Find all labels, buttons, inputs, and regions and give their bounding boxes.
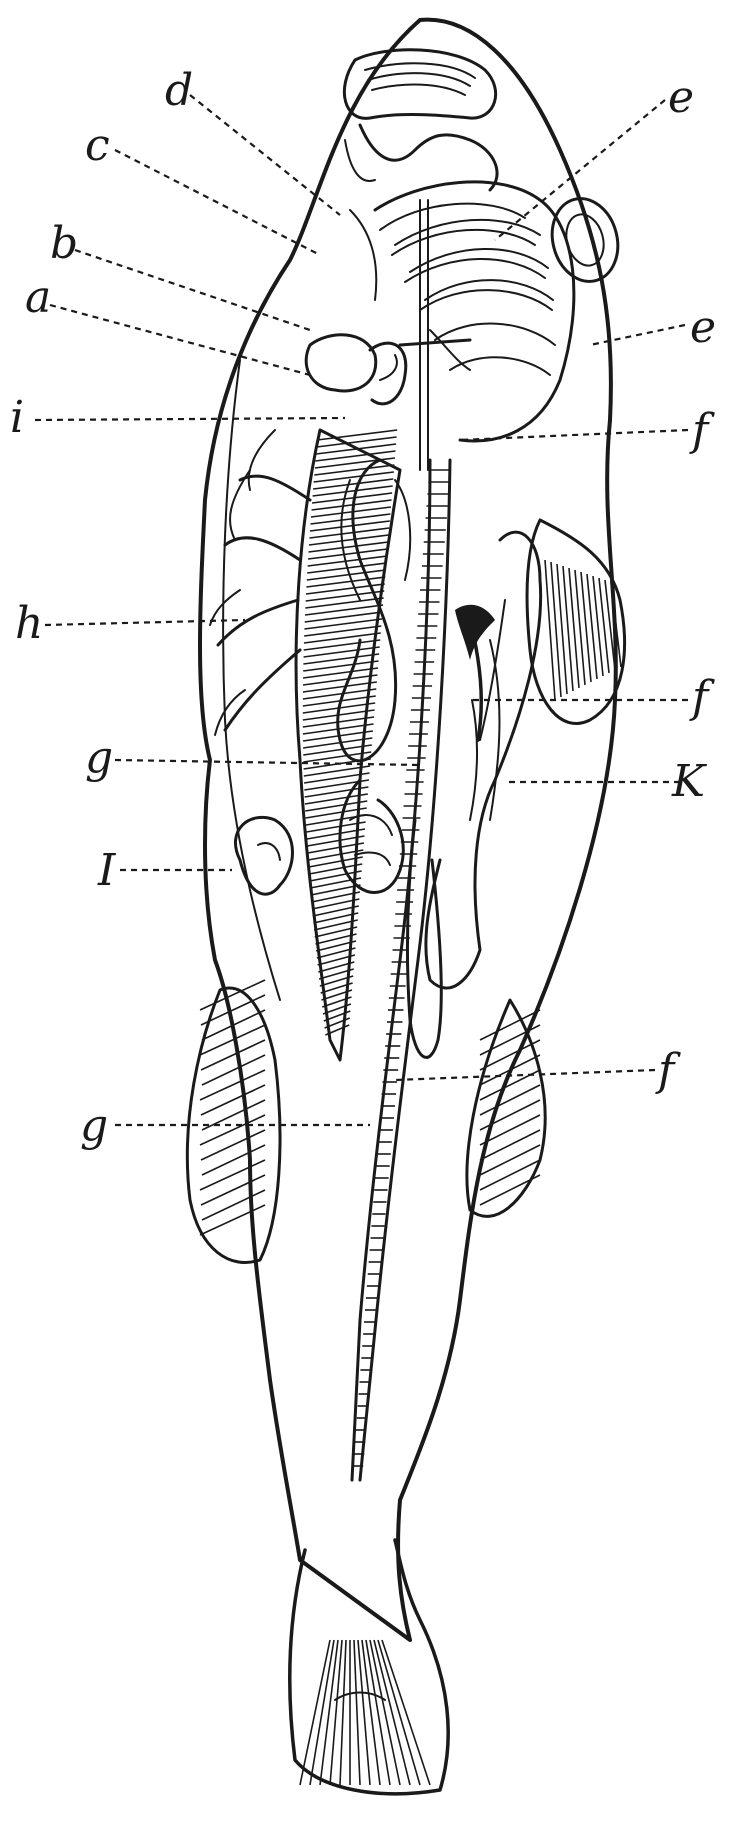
- label-e-upper: e: [668, 72, 694, 123]
- vertebral-column: [352, 460, 451, 1480]
- hatch-line: [581, 572, 591, 682]
- label-d: d: [165, 65, 193, 116]
- hatch-line: [480, 1145, 540, 1175]
- label-c: c: [85, 120, 110, 171]
- hatch-line: [201, 1040, 265, 1070]
- label-g-upper: g: [85, 732, 113, 783]
- leader-f-lower: [395, 1070, 655, 1080]
- hatch-line: [202, 1145, 265, 1175]
- hatch-line: [557, 564, 567, 694]
- label-l: I: [97, 845, 117, 896]
- fish-head: [344, 50, 626, 289]
- leader-i: [35, 418, 345, 420]
- label-a: a: [25, 272, 51, 323]
- intestine: [340, 780, 403, 893]
- label-i: i: [10, 392, 24, 443]
- hatch-line: [382, 1640, 430, 1785]
- hatch-line: [200, 1205, 265, 1235]
- hatch-line: [201, 1085, 265, 1115]
- label-b: b: [50, 218, 78, 269]
- hatch-line: [480, 1100, 540, 1130]
- hatch-line: [300, 1640, 330, 1785]
- caudal-fin: [290, 1540, 448, 1794]
- leader-b: [75, 250, 310, 330]
- label-f-lower: f: [655, 1045, 681, 1096]
- label-h: h: [15, 598, 43, 649]
- leader-h: [45, 620, 245, 625]
- hepatic-vein-network: [210, 430, 400, 1060]
- heart: [306, 330, 470, 404]
- hatch-line: [480, 1085, 540, 1115]
- label-e-lower: e: [690, 302, 716, 353]
- hatch-line: [563, 566, 573, 691]
- hatch-line: [200, 1115, 265, 1145]
- label-g-lower: g: [80, 1100, 108, 1151]
- leader-e-lower: [590, 325, 685, 345]
- gill-arches: [350, 182, 574, 470]
- hatch-line: [575, 570, 585, 685]
- hatch-line: [201, 1175, 265, 1205]
- swim-bladder: [426, 532, 541, 988]
- hatch-line: [202, 1100, 265, 1130]
- hatch-line: [551, 562, 561, 697]
- label-f-middle: f: [689, 672, 715, 723]
- hatch-line: [202, 1190, 265, 1220]
- leader-a: [50, 305, 310, 375]
- hatch-line: [201, 1130, 265, 1160]
- leader-c: [115, 150, 320, 255]
- leader-g-upper: [115, 760, 420, 765]
- label-k: K: [671, 756, 707, 807]
- pelvic-fin: [235, 817, 292, 894]
- hatch-line: [480, 1175, 540, 1205]
- hatch-line: [569, 568, 579, 688]
- hatch-line: [545, 560, 555, 700]
- label-f-upper: f: [689, 405, 715, 456]
- hatch-line: [200, 1070, 265, 1100]
- hatch-line: [202, 1055, 265, 1085]
- hatch-line: [200, 1160, 265, 1190]
- hatch-line: [374, 1640, 410, 1785]
- hatch-line: [480, 1160, 540, 1190]
- leader-e-upper: [495, 100, 665, 240]
